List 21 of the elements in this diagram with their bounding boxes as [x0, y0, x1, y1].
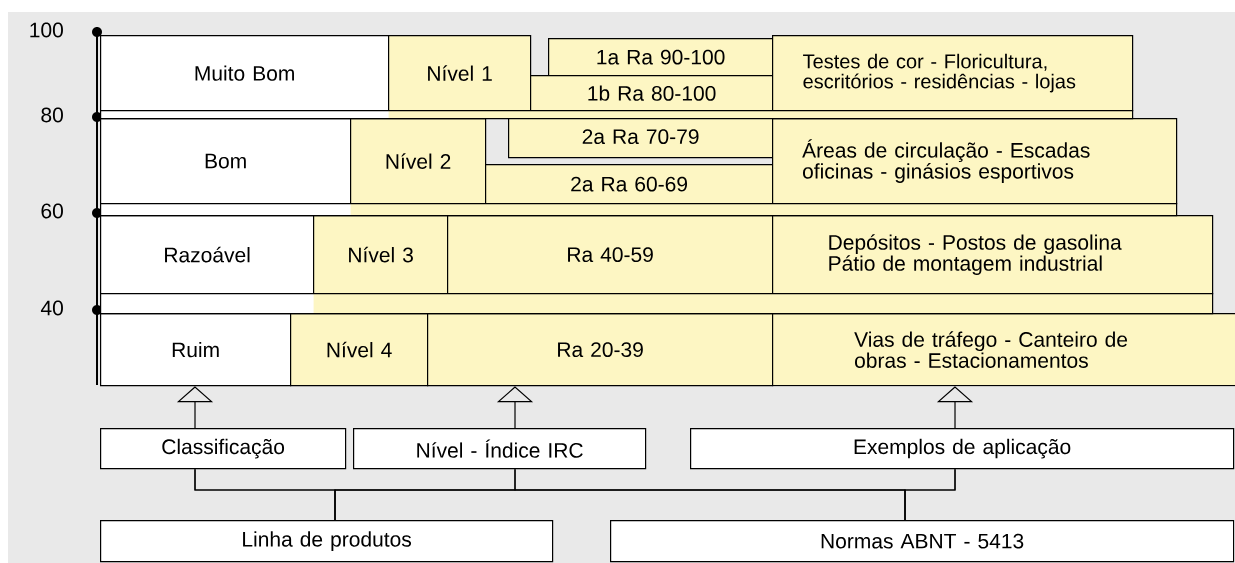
source-box: Normas ABNT - 5413 [610, 520, 1235, 563]
category-box: Classificação [100, 428, 347, 470]
level-box: Nível 2 [350, 118, 487, 205]
axis-tick-label: 60 [41, 203, 63, 219]
range-box: 1b Ra 80-100 [530, 75, 774, 112]
step-band [100, 110, 1134, 120]
level-box: Nível 3 [313, 215, 449, 295]
range-box: 2a Ra 70-79 [508, 115, 774, 159]
axis-tick-label: 40 [40, 300, 63, 316]
axis-tick-label: 100 [30, 22, 63, 38]
level-box: Nível 4 [290, 313, 429, 387]
range-box: 1a Ra 90-100 [548, 38, 774, 77]
level-box: Nível 1 [388, 35, 532, 112]
axis-tick-label: 80 [41, 107, 63, 123]
bracket-line [904, 468, 956, 521]
source-box: Linha de produtos [100, 520, 554, 563]
range-box: 2a Ra 60-69 [485, 164, 774, 205]
application-box: Vias de tráfego - Canteiro de obras - Estacionamentos [772, 313, 1235, 387]
category-box: Nível - Índice IRC [353, 428, 647, 470]
category-box: Exemplos de aplicação [690, 428, 1235, 470]
step-band [100, 203, 1178, 217]
